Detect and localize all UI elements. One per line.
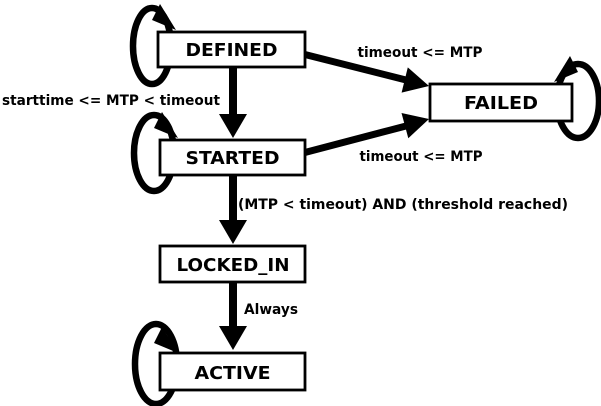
transition-locked-in-to-active [219,280,247,350]
state-label-failed: FAILED [464,93,538,114]
defined-to-failed-arrowhead-icon [401,67,429,93]
transition-started-to-locked-in [219,174,247,244]
locked-in-to-active-arrowhead-icon [219,326,247,350]
transition-label-defined-to-failed: timeout <= MTP [358,45,483,61]
started-to-failed-shaft [302,122,407,157]
transition-label-started-to-failed: timeout <= MTP [360,149,483,165]
transition-defined-to-started [219,66,247,138]
active-self-loop-arrowhead-icon [154,327,178,353]
defined-to-failed-shaft [302,50,407,84]
state-label-active: ACTIVE [195,363,271,384]
failed-self-loop-arrowhead-icon [554,56,578,82]
started-self-loop-arrowhead-icon [154,112,178,138]
defined-self-loop-arrowhead-icon [152,4,176,30]
state-box-started [158,138,307,177]
state-label-defined: DEFINED [186,40,278,61]
transition-label-locked-in-to-active: Always [244,302,298,318]
transition-label-started-to-locked-in: (MTP < timeout) AND (threshold reached) [238,197,568,213]
state-label-started: STARTED [186,148,280,169]
transition-label-defined-to-started: starttime <= MTP < timeout [2,93,220,109]
state-box-failed [428,82,574,123]
state-box-defined [156,30,307,69]
transition-defined-to-failed [302,50,429,93]
state-box-active [158,351,307,392]
defined-to-started-arrowhead-icon [219,114,247,138]
transition-started-to-failed [302,113,429,157]
state-label-locked-in: LOCKED_IN [177,255,290,276]
started-to-failed-arrowhead-icon [401,113,429,139]
started-to-locked-in-arrowhead-icon [219,220,247,244]
state-box-locked-in [158,244,307,284]
